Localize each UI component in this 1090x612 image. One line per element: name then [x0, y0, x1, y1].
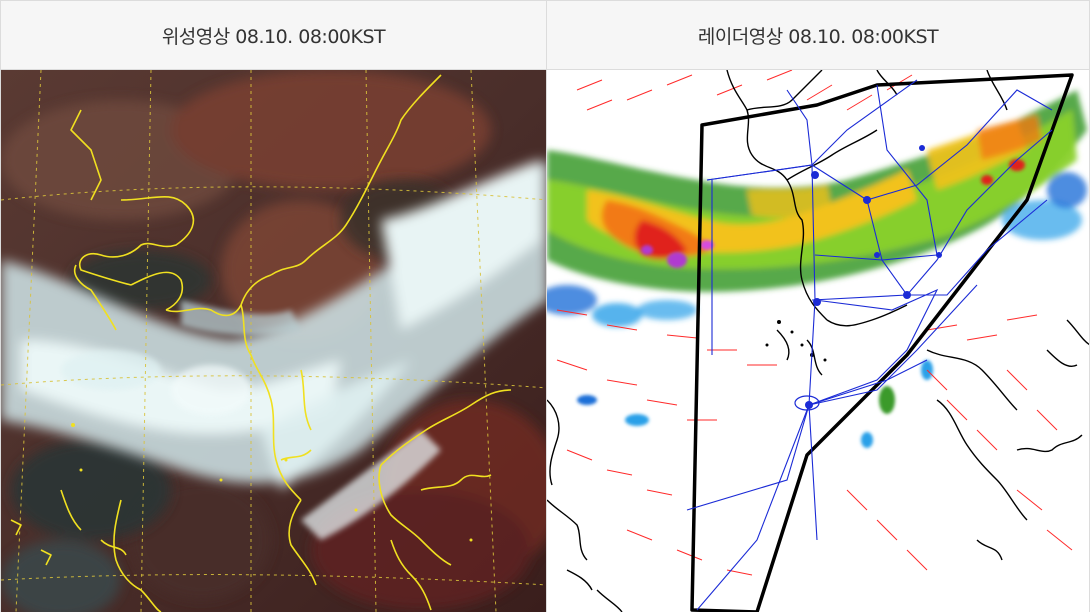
radar-map [547, 70, 1089, 612]
radar-title: 레이더영상 08.10. 08:00KST [546, 0, 1090, 70]
satellite-image [0, 70, 547, 612]
radar-image [547, 70, 1090, 612]
satellite-title: 위성영상 08.10. 08:00KST [0, 0, 547, 70]
satellite-map [1, 70, 546, 612]
